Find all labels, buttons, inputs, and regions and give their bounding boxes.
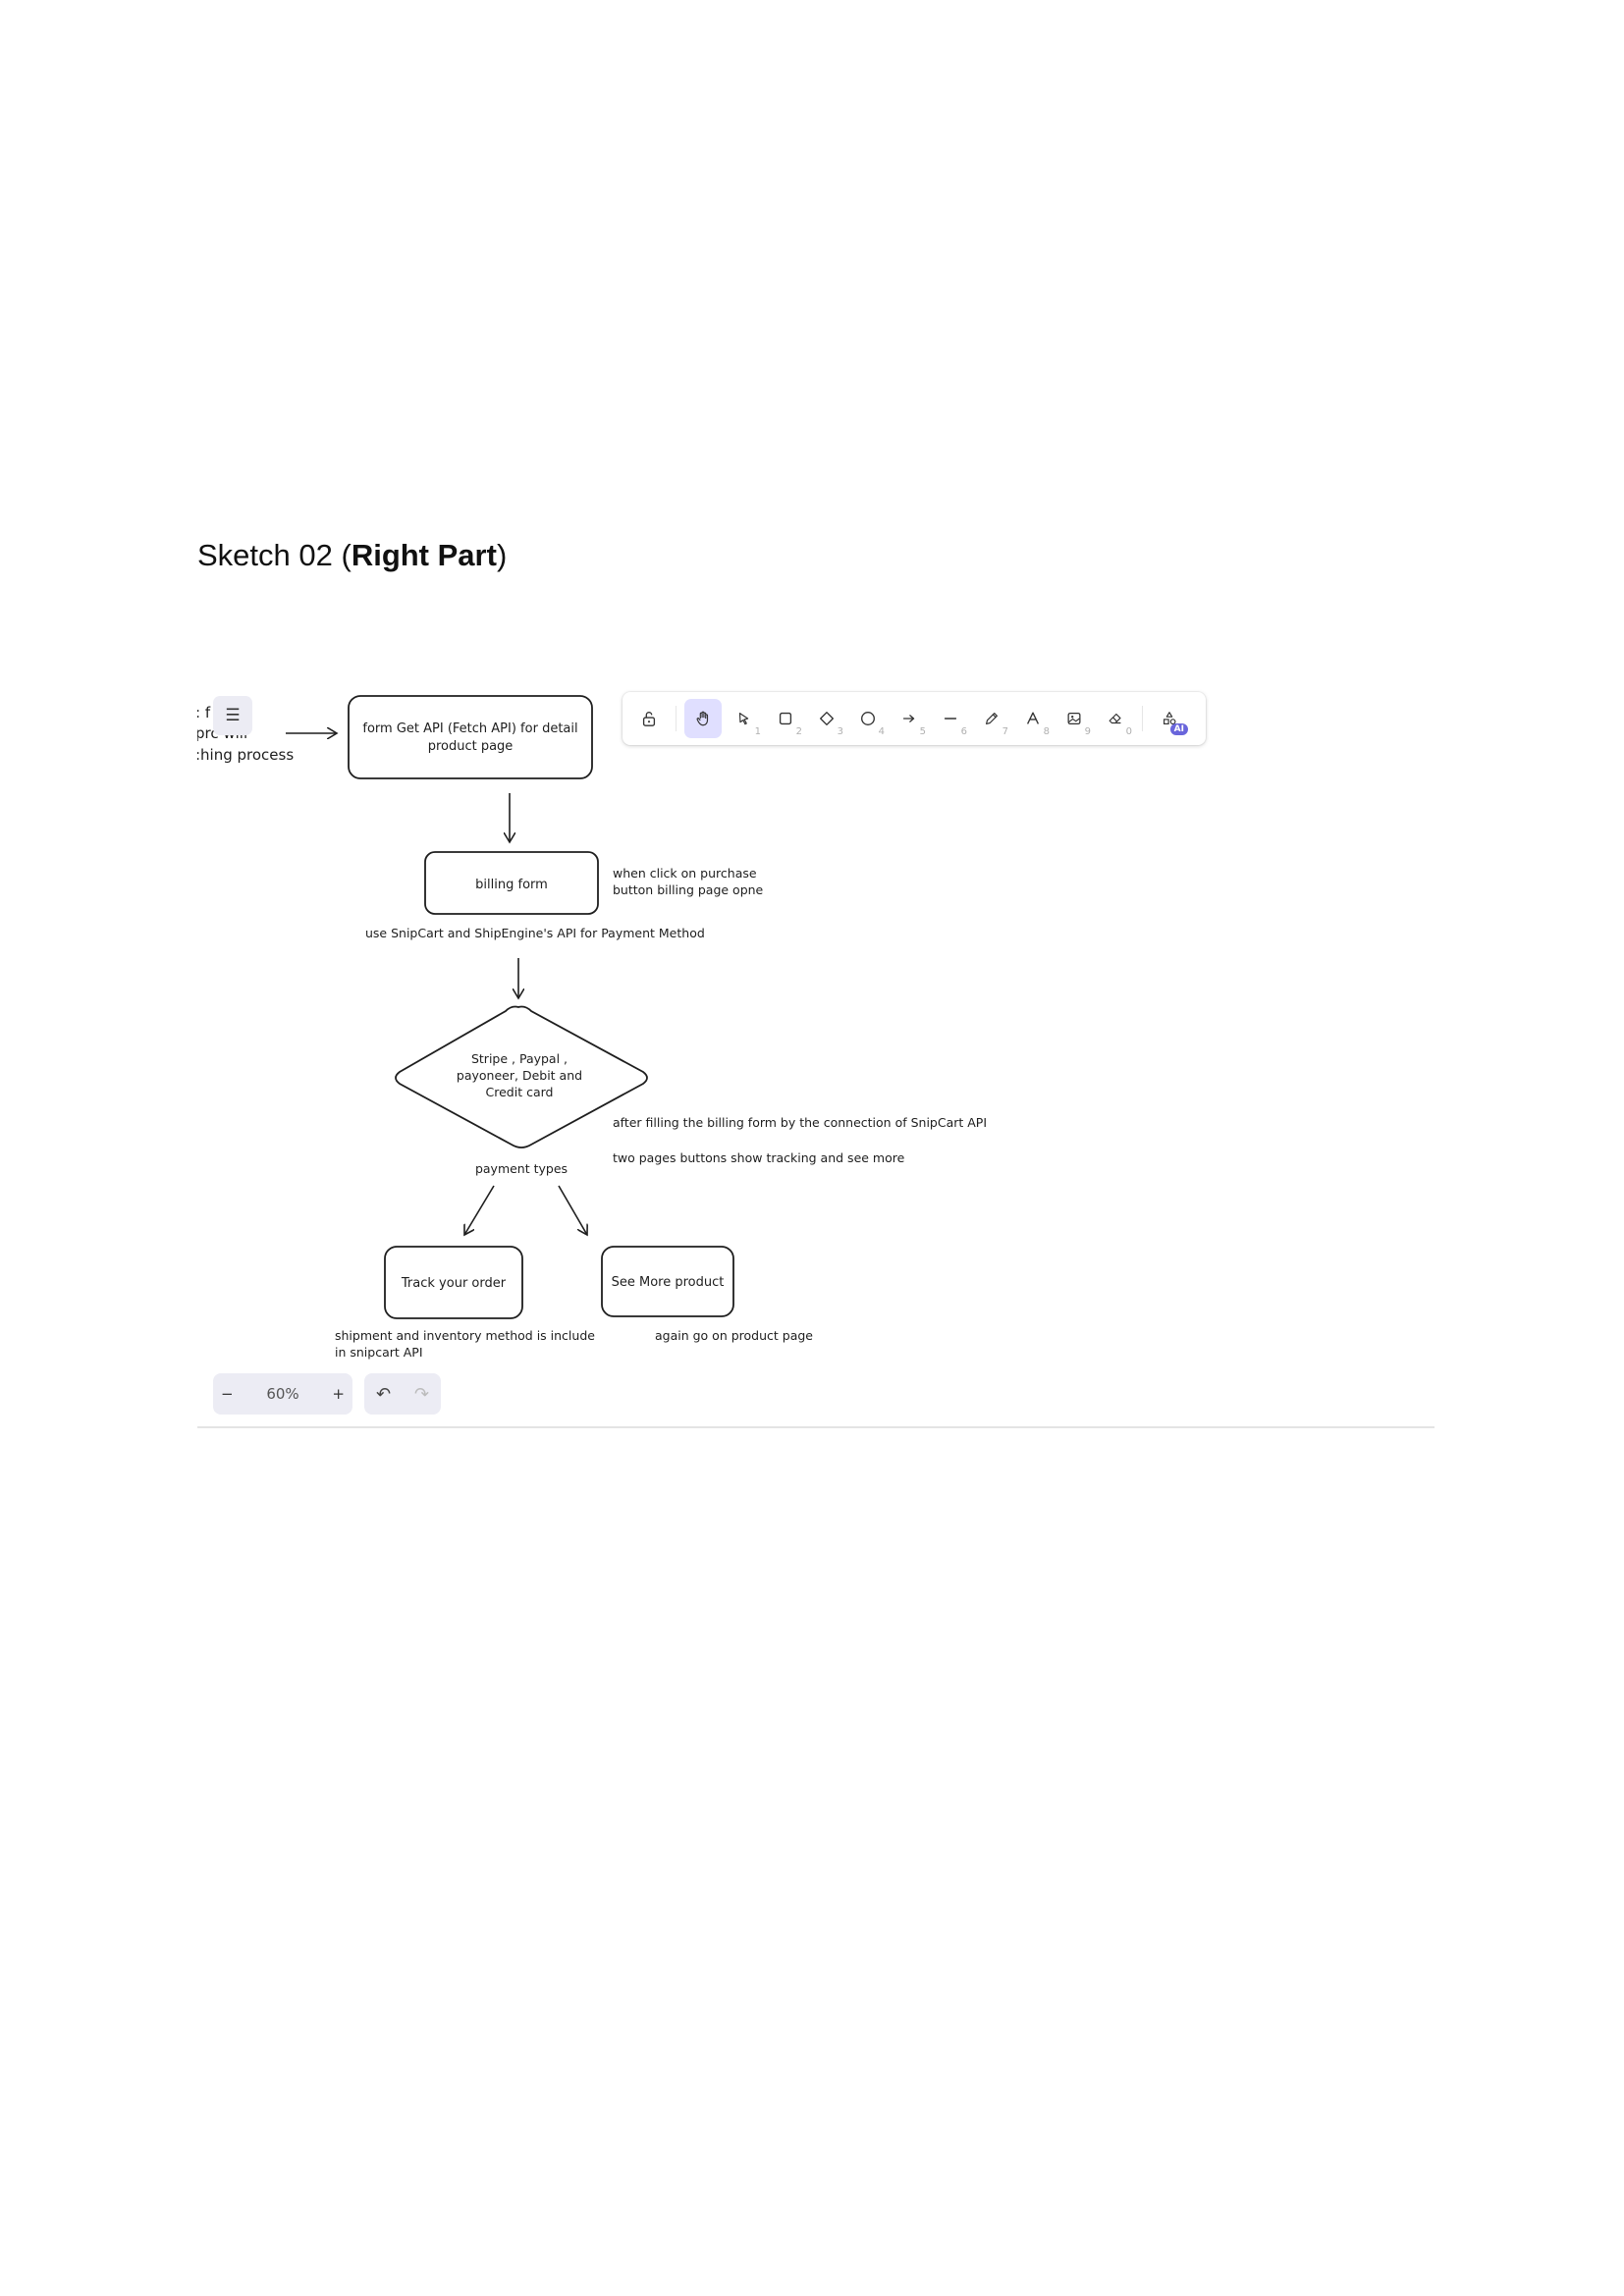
tool-pencil[interactable]: 7 <box>973 699 1010 738</box>
purchase-note-1: when click on purchase <box>613 866 757 881</box>
tool-image[interactable]: 9 <box>1056 699 1093 738</box>
diamond-icon <box>820 712 834 725</box>
toolbar-divider <box>1142 706 1143 731</box>
track-order-label: Track your order <box>401 1276 507 1291</box>
tool-selection[interactable]: 1 <box>726 699 763 738</box>
tool-eraser[interactable]: 0 <box>1097 699 1134 738</box>
zoom-out-button[interactable]: − <box>221 1385 234 1403</box>
flowchart-drawing: : f :t prc will :hing process form Get A… <box>197 695 987 1360</box>
lock-icon <box>642 712 656 726</box>
selection-icon <box>738 713 749 725</box>
zoom-controls: − 60% + <box>213 1373 352 1415</box>
track-order-node[interactable]: Track your order <box>384 1246 523 1319</box>
pencil-icon <box>986 713 998 724</box>
see-more-label: See More product <box>612 1275 725 1290</box>
redo-button[interactable]: ↷ <box>413 1383 430 1405</box>
tool-lock[interactable] <box>630 699 668 738</box>
image-icon <box>1067 712 1081 725</box>
billing-form-node[interactable]: billing form <box>424 851 599 915</box>
toolbar-divider <box>676 706 677 731</box>
shipment-note-2: in snipcart API <box>335 1345 423 1360</box>
rectangle-icon <box>779 712 792 725</box>
again-note: again go on product page <box>655 1328 813 1343</box>
billing-form-label: billing form <box>475 878 548 892</box>
tool-hand[interactable] <box>684 699 722 738</box>
canvas-bottom-border <box>197 1426 1435 1428</box>
shipment-note-1: shipment and inventory method is include <box>335 1328 595 1343</box>
arrow-to-track-order[interactable] <box>464 1185 495 1235</box>
fetch-api-label-2: product page <box>428 739 514 754</box>
payment-decision-label-2: payoneer, Debit and <box>457 1068 582 1083</box>
whiteboard-canvas[interactable]: : f :t prc will :hing process form Get A… <box>197 677 1435 1429</box>
fragment-text-3: :hing process <box>197 746 294 764</box>
ai-badge: AI <box>1169 723 1188 735</box>
tool-arrow[interactable]: 5 <box>891 699 928 738</box>
tool-diamond[interactable]: 3 <box>808 699 845 738</box>
arrow-icon <box>902 715 915 722</box>
tool-rectangle[interactable]: 2 <box>767 699 804 738</box>
ellipse-icon <box>861 712 875 725</box>
two-pages-note: two pages buttons show tracking and see … <box>613 1150 905 1165</box>
line-icon <box>944 718 957 720</box>
zoom-in-button[interactable]: + <box>332 1385 345 1403</box>
text-icon <box>1026 712 1040 724</box>
hand-icon <box>696 711 709 726</box>
payment-types-label: payment types <box>475 1161 568 1176</box>
page-title: Sketch 02 (Right Part) <box>197 538 508 572</box>
see-more-node[interactable]: See More product <box>601 1246 734 1317</box>
after-billing-note: after filling the billing form by the co… <box>613 1115 987 1130</box>
main-menu-button[interactable]: ☰ <box>213 696 252 735</box>
tool-line[interactable]: 6 <box>932 699 969 738</box>
tool-text[interactable]: 8 <box>1014 699 1052 738</box>
arrow-to-see-more[interactable] <box>558 1185 587 1235</box>
purchase-note-2: button billing page opne <box>613 882 764 897</box>
toolbar: 1 2 3 4 5 6 7 8 <box>623 692 1206 745</box>
payment-decision-label-1: Stripe , Paypal , <box>471 1051 568 1066</box>
undo-button[interactable]: ↶ <box>375 1383 392 1405</box>
api-note: use SnipCart and ShipEngine's API for Pa… <box>365 926 705 940</box>
eraser-icon <box>1109 713 1121 724</box>
tool-ellipse[interactable]: 4 <box>849 699 887 738</box>
more-shapes-icon <box>1164 712 1176 725</box>
zoom-level[interactable]: 60% <box>266 1385 299 1403</box>
hamburger-icon: ☰ <box>225 706 241 725</box>
history-controls: ↶ ↷ <box>364 1373 441 1415</box>
payment-decision-node[interactable]: Stripe , Paypal , payoneer, Debit and Cr… <box>395 1005 648 1148</box>
fetch-api-node[interactable]: form Get API (Fetch API) for detail prod… <box>348 695 593 779</box>
tool-more-shapes[interactable]: AI <box>1151 699 1188 738</box>
fetch-api-label-1: form Get API (Fetch API) for detail <box>362 721 577 736</box>
payment-decision-label-3: Credit card <box>486 1085 554 1099</box>
